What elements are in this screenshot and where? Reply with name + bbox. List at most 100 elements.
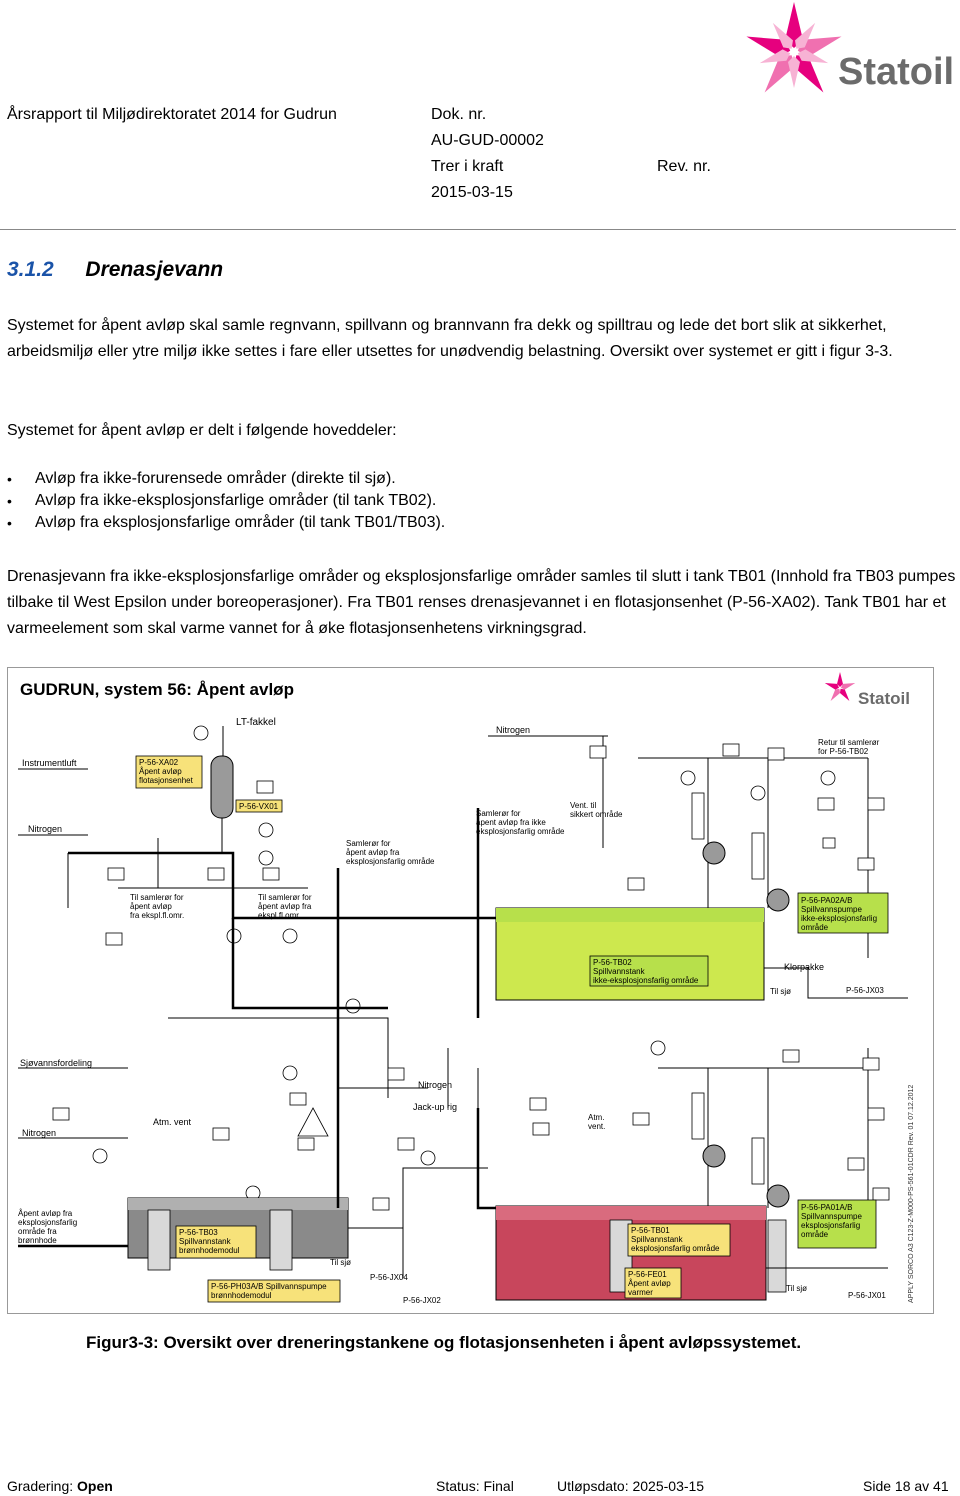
label-pa01-d1: Spillvannspumpe — [801, 1212, 862, 1221]
filter-icon — [691, 792, 705, 840]
label-tb02-d2: ikke-eksplosjonsfarlig område — [593, 976, 699, 985]
label-samler-eks1: Samlerør for — [346, 839, 391, 848]
section-title: Drenasjevann — [85, 258, 224, 281]
section-number: 3.1.2 — [7, 258, 54, 281]
statoil-star-icon: Statoil — [746, 2, 954, 93]
label-jx01: P-56-JX01 — [848, 1291, 886, 1300]
label-til-sjo-2: Til sjø — [330, 1258, 351, 1267]
label-pa02-d1: Spillvannspumpe — [801, 905, 862, 914]
label-samler-ikke1: Samlerør for — [476, 809, 521, 818]
label-tb03-d1: Spillvannstank — [179, 1237, 232, 1246]
vessel-vx01 — [210, 755, 234, 819]
label-apent-bronn2: eksplosjonsfarlig — [18, 1218, 77, 1227]
label-pa01: P-56-PA01A/B — [801, 1203, 852, 1212]
label-klorpakke: Klorpakke — [784, 962, 824, 972]
status-value: Final — [483, 1478, 514, 1494]
rev-label: Rev. nr. — [657, 158, 711, 175]
label-box-tb01 — [627, 1223, 731, 1257]
statoil-logo: Statoil — [742, 0, 960, 104]
label-box-ph03 — [207, 1279, 341, 1303]
label-til-samler-b1: Til samlerør for — [258, 893, 312, 902]
drawing-number: APPLY SORCO A3 C123-Z-M000-PS-561-01CDR … — [908, 1085, 915, 1303]
date: 2015-03-15 — [431, 184, 513, 201]
label-tb02: P-56-TB02 — [593, 958, 632, 967]
pump-b-icon — [766, 888, 790, 912]
label-ph03: P-56-PH03A/B Spillvannspumpe — [211, 1282, 327, 1291]
label-xa02-desc2: flotasjonsenhet — [139, 776, 194, 785]
filter-icon — [691, 1092, 705, 1140]
figure-caption: Figur3-3: Oversikt over dreneringstanken… — [86, 1333, 802, 1352]
label-nitrogen-low: Nitrogen — [22, 1128, 56, 1138]
header-divider — [0, 229, 956, 230]
section-heading: 3.1.2 Drenasjevann — [7, 258, 223, 282]
label-til-sjo-3: Til sjø — [786, 1284, 807, 1293]
label-tb03: P-56-TB03 — [179, 1228, 218, 1237]
gradering-value: Open — [77, 1478, 113, 1494]
label-pa01-d3: område — [801, 1230, 829, 1239]
figure-pid-diagram: GUDRUN, system 56: Åpent avløp Statoil I… — [7, 667, 934, 1314]
label-tb03-d2: brønnhodemodul — [179, 1246, 240, 1255]
label-fe01-d2: varmer — [628, 1288, 653, 1297]
label-jx03: P-56-JX03 — [846, 986, 884, 995]
label-atm-right1: Atm. — [588, 1113, 604, 1122]
label-ph03-d: brønnhodemodul — [211, 1291, 272, 1300]
footer-utlop: Utløpsdato: 2025-03-15 — [557, 1478, 704, 1494]
label-til-samler-b3: ekspl.fl.omr. — [258, 911, 301, 920]
label-pa02-d2: ikke-eksplosjonsfarlig — [801, 914, 877, 923]
label-til-samler-a1: Til samlerør for — [130, 893, 184, 902]
footer-status: Status: Final — [436, 1478, 514, 1494]
label-apent-bronn4: brønnhode — [18, 1236, 57, 1245]
label-pa02: P-56-PA02A/B — [801, 896, 852, 905]
pump-a-icon — [702, 1144, 726, 1168]
pump-well-icon — [269, 1209, 293, 1271]
utlop-value: 2025-03-15 — [632, 1478, 705, 1494]
label-jx02: P-56-JX02 — [403, 1296, 441, 1305]
label-nitrogen-top: Nitrogen — [496, 725, 530, 735]
label-sjovann: Sjøvannsfordeling — [20, 1058, 92, 1068]
label-instrumentluft: Instrumentluft — [22, 758, 77, 768]
label-apent-bronn3: område fra — [18, 1227, 57, 1236]
label-box-tb02 — [589, 955, 709, 987]
label-retur: Retur til samlerør — [818, 738, 880, 747]
label-retur2: for P-56-TB02 — [818, 747, 869, 756]
label-box-pa02 — [797, 892, 889, 934]
report-title: Årsrapport til Miljødirektoratet 2014 fo… — [7, 106, 337, 123]
doc-number-label: Dok. nr. — [431, 106, 487, 123]
label-lt-fakkel: LT-fakkel — [236, 717, 276, 728]
logo-text: Statoil — [838, 51, 954, 93]
pump-well-icon — [147, 1209, 171, 1271]
label-tb02-d1: Spillvannstank — [593, 967, 646, 976]
pump-b-icon — [766, 1184, 790, 1208]
figure-title: GUDRUN, system 56: Åpent avløp — [20, 680, 294, 699]
pid-diagram: GUDRUN, system 56: Åpent avløp Statoil I… — [18, 672, 915, 1305]
label-tb01-d1: Spillvannstank — [631, 1235, 684, 1244]
status-label: Status: — [436, 1478, 480, 1494]
status-label: Trer i kraft — [431, 158, 504, 175]
label-samler-eks2: åpent avløp fra — [346, 848, 400, 857]
label-box-fe01 — [624, 1267, 682, 1299]
utlop-label: Utløpsdato: — [557, 1478, 629, 1494]
label-tb01: P-56-TB01 — [631, 1226, 670, 1235]
doc-number: AU-GUD-00002 — [431, 132, 544, 149]
gradering-label: Gradering: — [7, 1478, 74, 1494]
list-item: Avløp fra eksplosjonsfarlige områder (ti… — [7, 512, 947, 534]
label-til-samler-b2: åpent avløp fra — [258, 902, 312, 911]
label-box-pa01 — [797, 1199, 877, 1249]
label-atm-right2: vent. — [588, 1122, 605, 1131]
label-fe01-d1: Åpent avløp — [628, 1279, 671, 1288]
label-vent: Vent. til — [570, 801, 596, 810]
footer-page: Side 18 av 41 — [863, 1478, 949, 1494]
label-xa02-desc1: Åpent avløp — [139, 767, 182, 776]
bullet-list: Avløp fra ikke-forurensede områder (dire… — [7, 468, 947, 534]
label-box-xa02 — [135, 755, 203, 789]
label-pa01-d2: eksplosjonsfarlig — [801, 1221, 860, 1230]
label-vent2: sikkert område — [570, 810, 623, 819]
label-til-samler-a3: fra ekspl.fl.omr. — [130, 911, 184, 920]
label-xa02: P-56-XA02 — [139, 758, 179, 767]
paragraph-3: Drenasjevann fra ikke-eksplosjonsfarlige… — [7, 568, 956, 637]
label-atm-vent-left: Atm. vent — [153, 1117, 192, 1127]
label-til-sjo-1: Til sjø — [770, 987, 791, 996]
label-jx04: P-56-JX04 — [370, 1273, 408, 1282]
label-samler-ikke3: eksplosjonsfarlig område — [476, 827, 565, 836]
label-tb01-d2: eksplosjonsfarlig område — [631, 1244, 720, 1253]
